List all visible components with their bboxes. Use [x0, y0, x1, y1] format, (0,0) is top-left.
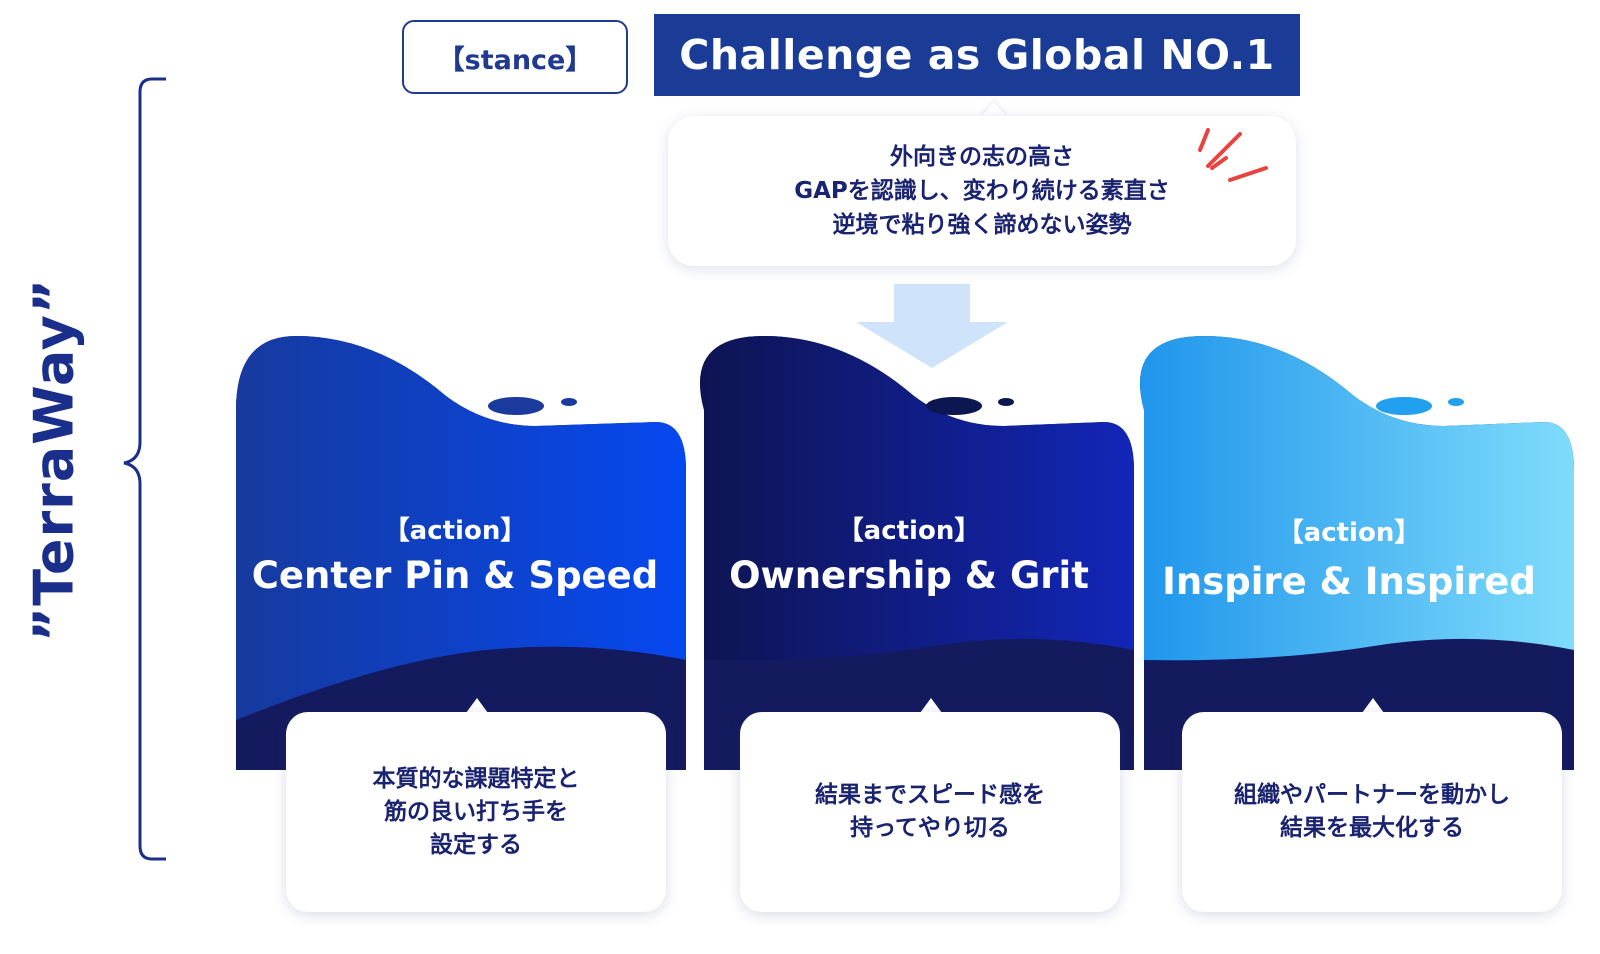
action-desc-line: 持ってやり切る: [850, 815, 1010, 841]
stance-callout-line: 外向きの志の高さ: [890, 144, 1074, 170]
desc-pointer: [920, 698, 942, 713]
action-desc-card: 組織やパートナーを動かし 結果を最大化する: [1182, 712, 1562, 912]
action-shape-inspire: [1140, 336, 1574, 770]
action-shape-ownership: [700, 336, 1134, 770]
action-desc-line: 組織やパートナーを動かし: [1234, 782, 1510, 808]
stance-callout-line: 逆境で粘り強く諦めない姿勢: [832, 212, 1132, 238]
action-label: 【action】: [383, 516, 527, 546]
action-title-center-pin: Center Pin & Speed: [251, 554, 659, 597]
action-desc-line: 結果を最大化する: [1280, 815, 1464, 841]
brace-bracket: [123, 77, 166, 861]
desc-pointer: [1362, 698, 1384, 713]
action-shape-center-pin: [236, 336, 686, 770]
action-title-ownership: Ownership & Grit: [729, 554, 1089, 597]
down-arrow-icon: [856, 284, 1008, 368]
action-desc-line: 本質的な課題特定と: [372, 765, 580, 792]
action-label: 【action】: [837, 516, 981, 546]
spark-icon: [1198, 128, 1268, 182]
desc-pointer: [466, 698, 488, 713]
action-title-inspire: Inspire & Inspired: [1162, 560, 1536, 603]
stance-badge: 【stance】: [402, 20, 628, 94]
action-desc-card: 結果までスピード感を 持ってやり切る: [740, 712, 1120, 912]
action-desc-line: 結果までスピード感を: [815, 782, 1045, 808]
action-desc-line: 設定する: [430, 831, 522, 858]
stance-callout-line: GAPを認識し、変わり続ける素直さ: [794, 178, 1170, 204]
stance-callout: 外向きの志の高さ GAPを認識し、変わり続ける素直さ 逆境で粘り強く諦めない姿勢: [668, 116, 1296, 266]
vertical-title: ”TerraWay”: [22, 277, 86, 643]
action-label: 【action】: [1277, 518, 1421, 548]
headline-banner: Challenge as Global NO.1: [654, 14, 1300, 96]
action-desc-card: 本質的な課題特定と 筋の良い打ち手を 設定する: [286, 712, 666, 912]
stance-callout-pointer: [980, 102, 1008, 118]
action-desc-line: 筋の良い打ち手を: [384, 798, 568, 825]
